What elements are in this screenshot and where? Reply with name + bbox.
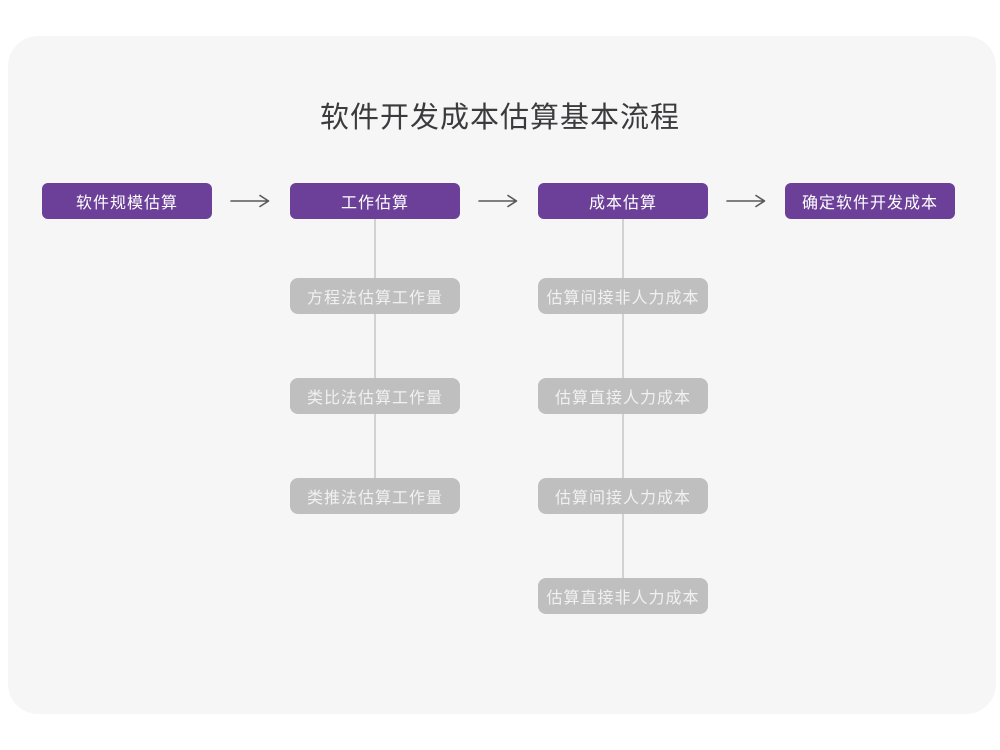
sub-node-label: 估算间接人力成本 [554, 490, 691, 507]
cost-item-direct-nonlabor: 估算直接非人力成本 [538, 578, 708, 614]
flow-step-label: 确定软件开发成本 [801, 195, 938, 212]
sub-node-label: 估算直接非人力成本 [546, 590, 700, 607]
flow-step-software-scale-estimation: 软件规模估算 [42, 183, 212, 219]
cost-item-direct-labor: 估算直接人力成本 [538, 378, 708, 414]
right-arrow-icon [478, 194, 518, 208]
flow-step-label: 软件规模估算 [75, 195, 178, 212]
work-method-equation: 方程法估算工作量 [290, 278, 460, 314]
page-title: 软件开发成本估算基本流程 [319, 102, 680, 134]
sub-node-label: 类比法估算工作量 [306, 390, 443, 407]
flow-step-label: 成本估算 [588, 195, 657, 212]
flow-step-work-estimation: 工作估算 [290, 183, 460, 219]
right-arrow-icon [230, 194, 270, 208]
work-method-analogy: 类比法估算工作量 [290, 378, 460, 414]
flow-step-label: 工作估算 [340, 195, 409, 212]
sub-node-label: 估算间接非人力成本 [546, 290, 700, 307]
right-arrow-icon [726, 194, 766, 208]
sub-node-label: 类推法估算工作量 [306, 490, 443, 507]
sub-node-label: 估算直接人力成本 [554, 390, 691, 407]
work-method-extrapolation: 类推法估算工作量 [290, 478, 460, 514]
cost-item-indirect-labor: 估算间接人力成本 [538, 478, 708, 514]
flow-step-cost-estimation: 成本估算 [538, 183, 708, 219]
flow-step-determine-development-cost: 确定软件开发成本 [785, 183, 955, 219]
flowchart-card [8, 36, 996, 714]
connector-line-work-estimation [374, 219, 376, 481]
sub-node-label: 方程法估算工作量 [306, 290, 443, 307]
cost-item-indirect-nonlabor: 估算间接非人力成本 [538, 278, 708, 314]
